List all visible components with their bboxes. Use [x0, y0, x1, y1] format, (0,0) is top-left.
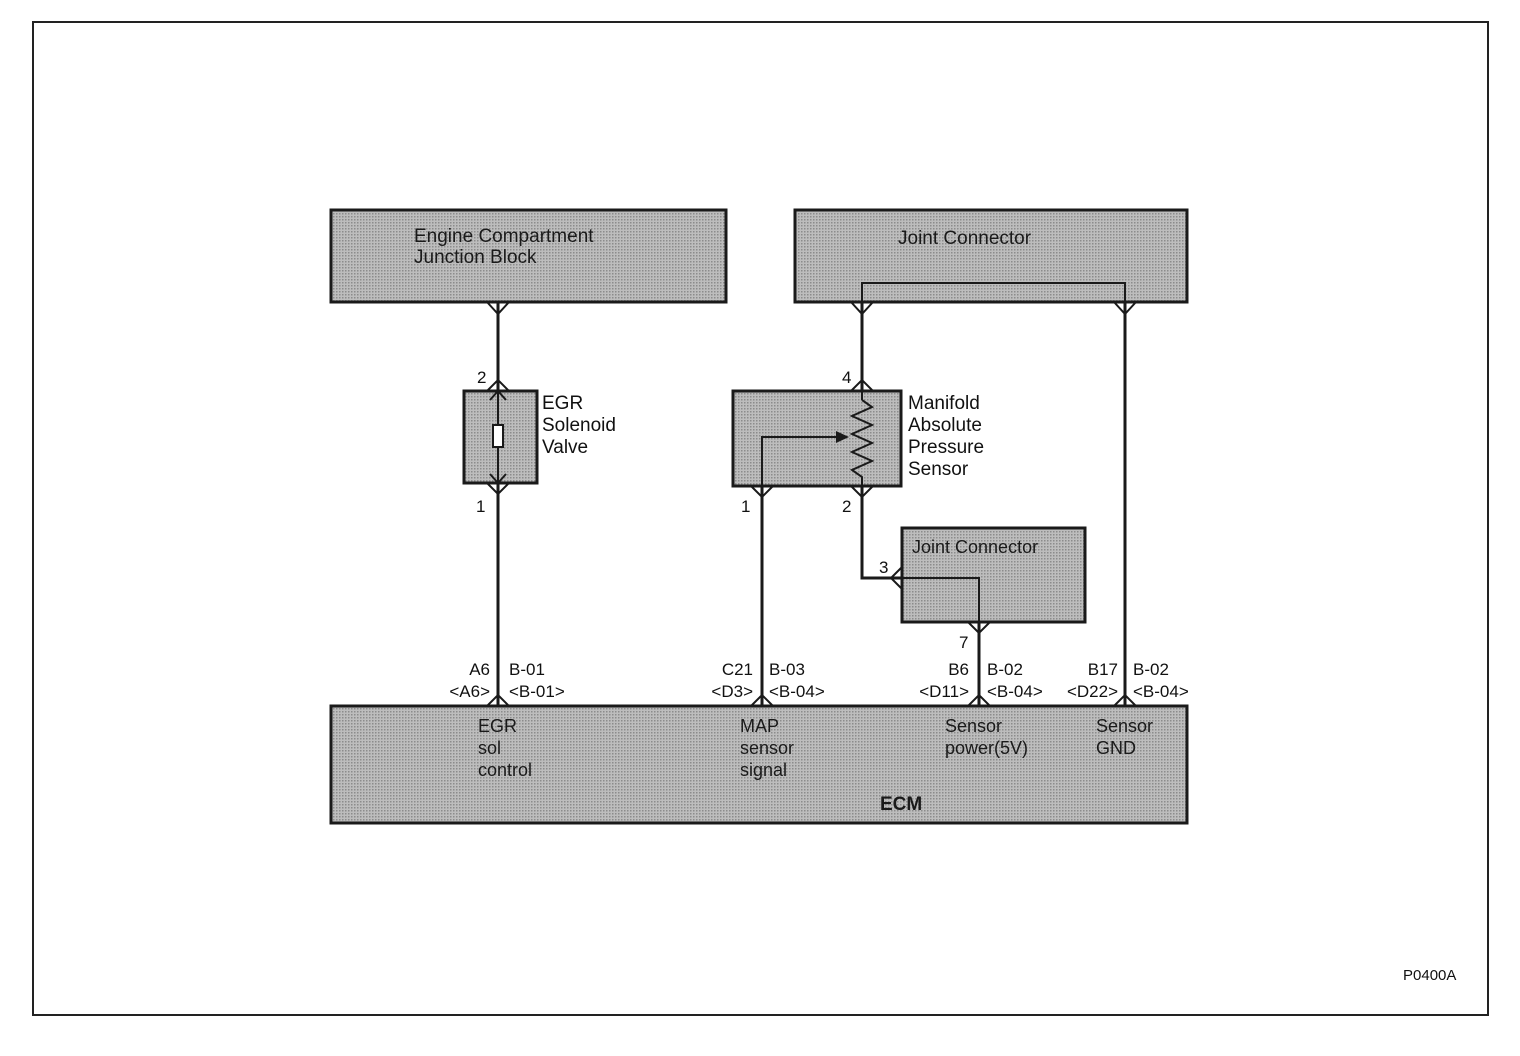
connector-v-icon: [750, 485, 774, 499]
ecm-pin-b6-alt: <D11>: [919, 682, 969, 701]
solenoid-coil-icon: [492, 424, 504, 448]
ecm-func-egr-3: control: [478, 760, 532, 780]
connector-v-icon: [486, 301, 510, 316]
ecm-pin-b17-alt: <D22>: [1067, 682, 1118, 701]
ecm-conn-b02-power-alt: <B-04>: [987, 682, 1043, 701]
ecm-conn-b02-gnd-alt: <B-04>: [1133, 682, 1189, 701]
ecm-pin-c21-alt: <D3>: [711, 682, 753, 701]
connector-v-icon: [850, 301, 874, 316]
ecm-pin-a6: A6: [469, 660, 490, 679]
connector-chevron-icon: [1113, 693, 1137, 707]
junction-block-label-1: Engine Compartment: [414, 226, 594, 247]
resistor-zigzag-icon: [849, 399, 875, 486]
connector-chevron-icon: [486, 378, 510, 392]
ecm-func-power-1: Sensor: [945, 716, 1002, 736]
egr-pin-bottom: 1: [476, 497, 485, 516]
joint-connector-top[interactable]: Joint Connector: [793, 208, 1189, 304]
map-pin-right: 2: [842, 497, 851, 516]
ecm-func-egr-1: EGR: [478, 716, 517, 736]
connector-chevron-icon: [967, 693, 991, 707]
ecm-func-egr-2: sol: [478, 738, 501, 758]
connector-v-icon: [1113, 301, 1137, 316]
egr-label-2: Solenoid: [542, 415, 616, 436]
connector-chevron-icon: [889, 566, 903, 590]
ecm-label: ECM: [880, 794, 922, 815]
ecm-func-power-2: power(5V): [945, 738, 1028, 758]
ecm-conn-b01: B-01: [509, 660, 545, 679]
connector-chevron-icon: [850, 378, 874, 392]
ecm-module[interactable]: ECM EGR sol control MAP sensor signal Se…: [329, 704, 1189, 825]
egr-solenoid-valve[interactable]: [462, 389, 539, 485]
map-pin-top: 4: [842, 368, 851, 387]
joint-small-pin-in: 3: [879, 558, 888, 577]
ecm-pin-c21: C21: [722, 660, 753, 679]
egr-label-1: EGR: [542, 393, 583, 414]
ecm-conn-b01-alt: <B-01>: [509, 682, 565, 701]
map-pin-left: 1: [741, 497, 750, 516]
connector-symbols: [486, 301, 1137, 707]
ecm-func-map-1: MAP: [740, 716, 779, 736]
connector-chevron-icon: [486, 693, 510, 707]
map-label-1: Manifold: [908, 393, 980, 414]
joint-connector-small[interactable]: Joint Connector: [900, 526, 1087, 624]
engine-junction-block[interactable]: Engine Compartment Junction Block: [329, 208, 728, 304]
connector-v-icon: [850, 485, 874, 499]
ecm-conn-b03: B-03: [769, 660, 805, 679]
joint-small-pin-out: 7: [959, 633, 968, 652]
connector-v-icon: [967, 621, 991, 635]
ecm-pin-b17: B17: [1088, 660, 1118, 679]
ecm-func-gnd-2: GND: [1096, 738, 1136, 758]
ecm-func-map-2: sensor: [740, 738, 794, 758]
wiper-arrow-icon: [836, 431, 849, 443]
joint-connector-small-label: Joint Connector: [912, 537, 1038, 557]
ecm-func-map-3: signal: [740, 760, 787, 780]
egr-pin-top: 2: [477, 368, 486, 387]
connector-v-icon: [486, 482, 510, 496]
figure-code: P0400A: [1403, 967, 1456, 984]
page-frame: [32, 21, 1489, 1016]
egr-label-3: Valve: [542, 437, 588, 458]
joint-connector-top-label: Joint Connector: [898, 228, 1032, 249]
map-label-2: Absolute: [908, 415, 982, 436]
ecm-conn-b02-power: B-02: [987, 660, 1023, 679]
connector-chevron-icon: [750, 693, 774, 707]
ecm-func-gnd-1: Sensor: [1096, 716, 1153, 736]
ecm-conn-b03-alt: <B-04>: [769, 682, 825, 701]
wire-map-to-joint-small[interactable]: [860, 486, 902, 580]
ecm-conn-b02-gnd: B-02: [1133, 660, 1169, 679]
wires: [496, 302, 1127, 706]
map-label-3: Pressure: [908, 437, 984, 458]
map-label-4: Sensor: [908, 459, 969, 480]
map-sensor[interactable]: [731, 389, 903, 488]
ecm-pin-b6: B6: [948, 660, 969, 679]
ecm-pin-a6-alt: <A6>: [449, 682, 490, 701]
junction-block-label-2: Junction Block: [414, 247, 537, 268]
